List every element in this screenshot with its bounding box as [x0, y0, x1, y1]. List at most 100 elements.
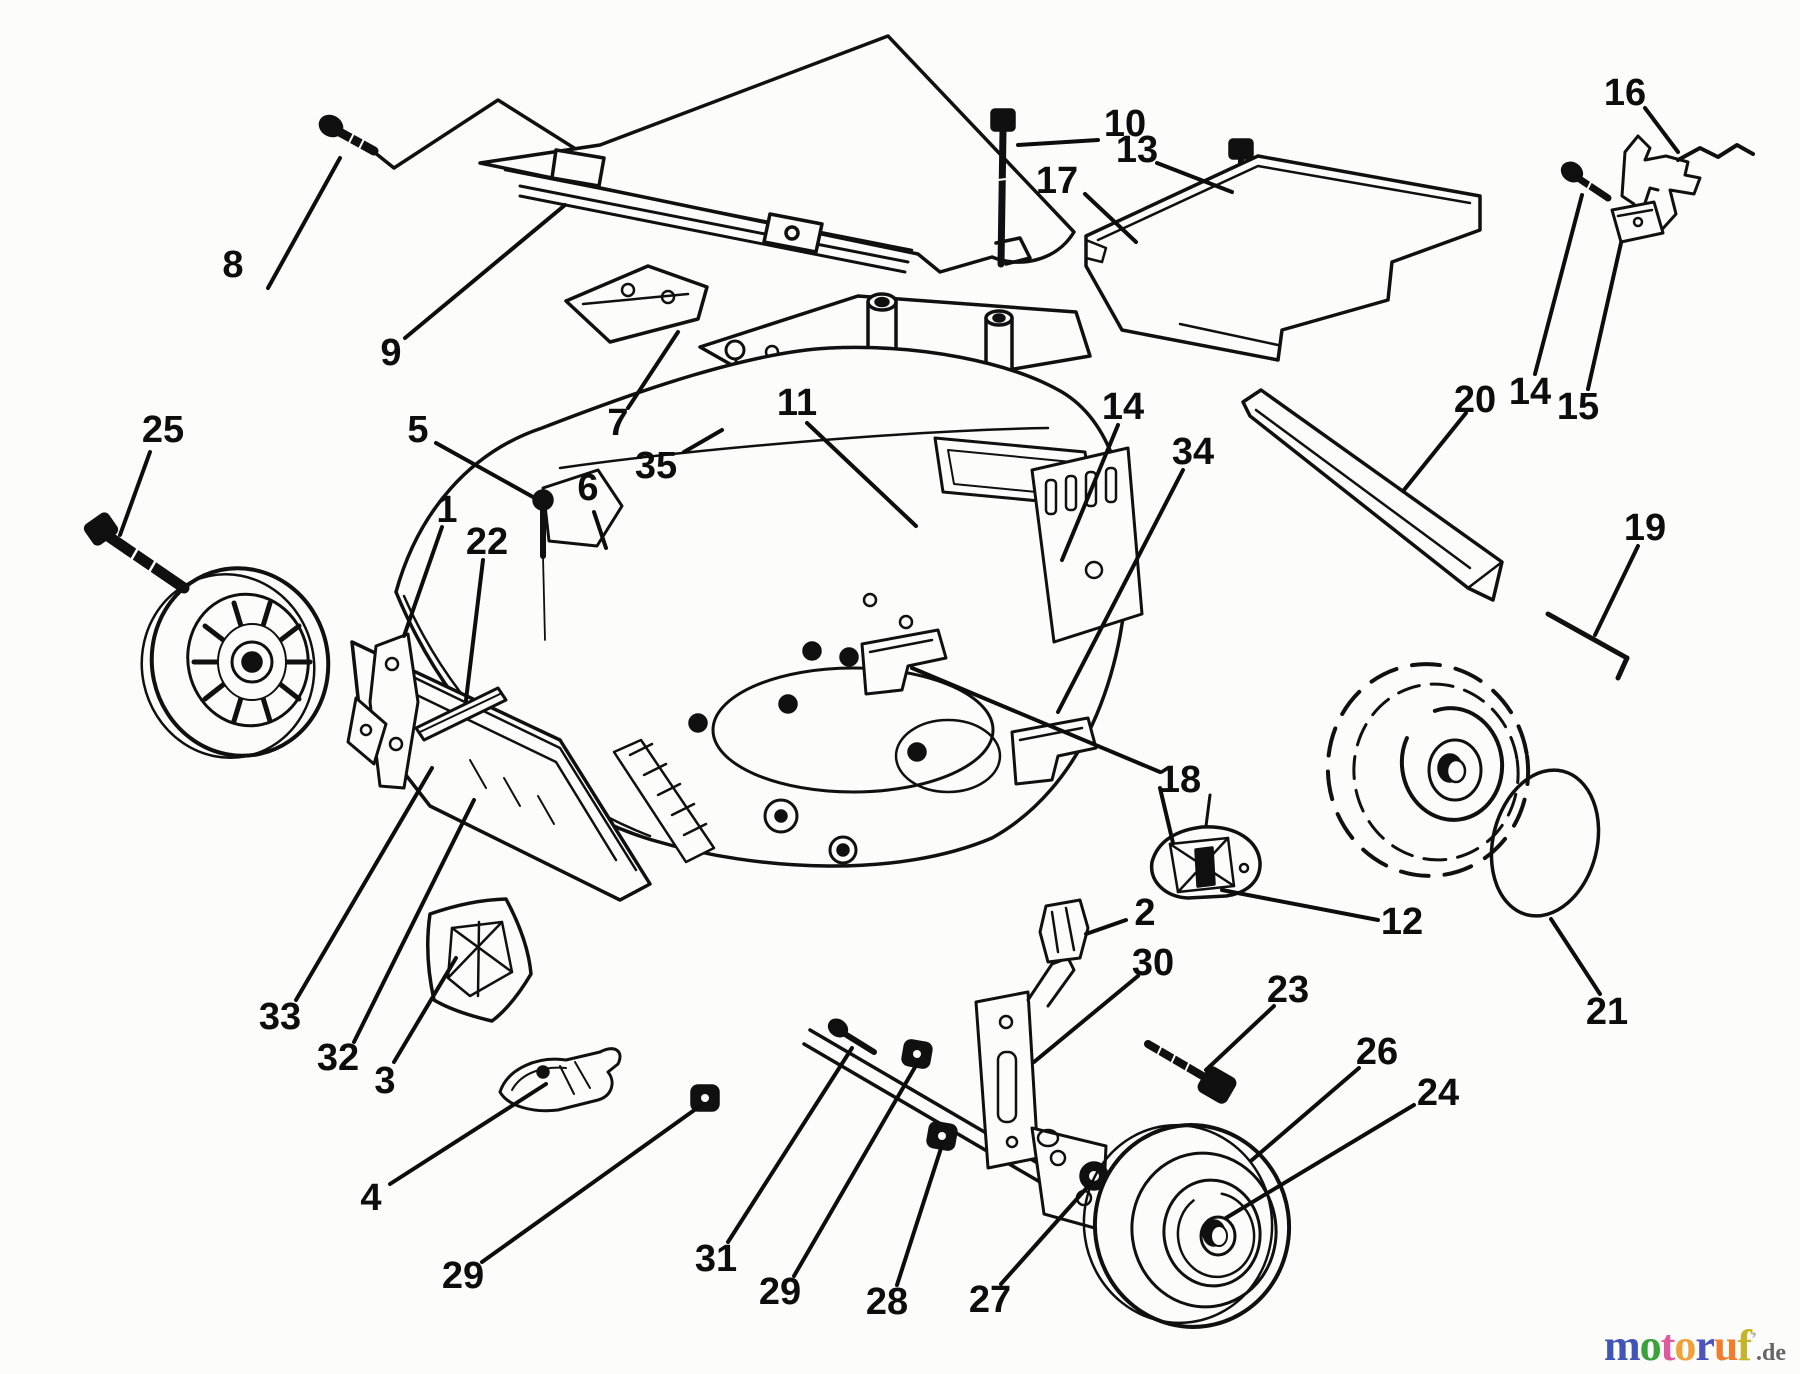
- leader-line-35: [682, 428, 724, 454]
- part-label-8: 8: [222, 244, 243, 286]
- leader-line-6: [592, 510, 608, 550]
- leader-line-5: [434, 441, 535, 499]
- part-label-7: 7: [607, 402, 628, 444]
- part-label-16: 16: [1604, 72, 1646, 114]
- deck-housing-drawing: [394, 345, 1144, 868]
- leader-line-26: [1250, 1066, 1361, 1162]
- leader-line-16: [1643, 106, 1680, 154]
- leader-line-17: [1083, 192, 1138, 244]
- watermark-word: motoruf: [1604, 1321, 1752, 1370]
- leader-line-19: [1593, 544, 1640, 637]
- watermark-suffix: .de: [1756, 1340, 1786, 1366]
- leader-line-29b: [792, 1060, 920, 1278]
- part-label-12: 12: [1381, 901, 1423, 943]
- part-label-26: 26: [1356, 1031, 1398, 1073]
- leader-line-32: [352, 798, 476, 1044]
- part-1-bracket-drawing: [346, 632, 420, 790]
- leader-line-24: [1224, 1103, 1416, 1220]
- part-label-13: 13: [1116, 129, 1158, 171]
- leader-line-25: [118, 450, 152, 537]
- leader-line-12: [1220, 888, 1380, 922]
- leader-line-30: [1032, 974, 1140, 1064]
- part-3-mulch-plug-drawing: [426, 897, 533, 1023]
- watermark-letter: o: [1674, 1321, 1696, 1370]
- part-29-left-nut-drawing: [690, 1084, 720, 1112]
- right-front-wheel-drawing: [1325, 662, 1531, 878]
- leader-line-13: [1155, 161, 1234, 194]
- part-label-19: 19: [1624, 507, 1666, 549]
- part-label-3: 3: [374, 1060, 395, 1102]
- part-label-9: 9: [380, 332, 401, 374]
- watermark-logo: motoruf’.de: [1604, 1324, 1786, 1368]
- part-label-22: 22: [466, 521, 508, 563]
- leader-line-31: [726, 1046, 854, 1244]
- part-label-30: 30: [1132, 942, 1174, 984]
- leader-line-18: [910, 666, 1162, 774]
- part-label-33: 33: [259, 996, 301, 1038]
- leader-line-11: [805, 421, 918, 528]
- part-label-23: 23: [1267, 969, 1309, 1011]
- leader-line-21: [1549, 917, 1602, 996]
- leader-line-14r: [1533, 193, 1584, 376]
- mower-deck-artwork: [83, 34, 1755, 1329]
- leader-line-29a: [480, 1104, 702, 1264]
- leader-line-15: [1586, 241, 1623, 391]
- watermark-letter: o: [1639, 1321, 1662, 1370]
- part-label-14m: 14: [1102, 386, 1144, 428]
- part-19-wrench-drawing: [1545, 611, 1630, 681]
- part-2-clip-drawing: [1038, 898, 1090, 964]
- leader-line-3: [392, 956, 458, 1064]
- part-label-4: 4: [360, 1177, 381, 1219]
- part-15-bracket-drawing: [1610, 186, 1665, 244]
- callout-leader-lines: [118, 106, 1680, 1287]
- leader-line-4: [388, 1082, 548, 1186]
- watermark-letter: m: [1604, 1321, 1641, 1370]
- leader-line-14m: [1060, 423, 1120, 562]
- leader-line-20: [1402, 411, 1468, 492]
- watermark-tick: ’: [1751, 1328, 1757, 1349]
- part-10-bolt-drawing: [990, 108, 1016, 268]
- leader-line-23: [1204, 1004, 1276, 1072]
- part-12-latch-drawing: [1149, 793, 1262, 900]
- leader-line-33: [294, 766, 434, 1002]
- leader-line-8: [266, 156, 342, 290]
- leader-line-1: [402, 525, 444, 638]
- part-label-28: 28: [866, 1281, 908, 1323]
- watermark-letter: f: [1737, 1321, 1752, 1370]
- leader-line-22: [464, 558, 485, 702]
- part-9-cover-drawing: [372, 34, 1076, 274]
- part-22-bar-drawing: [414, 686, 508, 742]
- part-5-bolt-drawing: [532, 489, 554, 641]
- part-17-cover-drawing: [1084, 154, 1482, 362]
- part-21-ring-drawing: [1489, 768, 1601, 918]
- leader-line-2: [1084, 918, 1128, 936]
- part-label-24: 24: [1417, 1072, 1459, 1114]
- part-label-2: 2: [1134, 892, 1155, 934]
- rear-wheel-drawing: [1082, 1123, 1292, 1329]
- leader-line-9: [403, 203, 567, 340]
- leader-line-27: [999, 1180, 1094, 1286]
- part-label-20: 20: [1454, 379, 1496, 421]
- part-label-17: 17: [1036, 160, 1078, 202]
- leader-line-10: [1016, 138, 1100, 147]
- part-label-11: 11: [777, 382, 817, 424]
- part-label-5: 5: [407, 409, 428, 451]
- part-label-21: 21: [1586, 991, 1628, 1033]
- axle-assembly-drawing: [802, 956, 1237, 1232]
- part-label-29b: 29: [759, 1271, 801, 1313]
- part-label-14r: 14: [1509, 371, 1551, 413]
- part-label-32: 32: [317, 1037, 359, 1079]
- left-wheel-drawing: [83, 512, 331, 759]
- leader-line-28: [895, 1140, 945, 1287]
- part-7-baffle-drawing: [564, 264, 709, 344]
- part-label-6: 6: [577, 467, 598, 509]
- watermark-letter: u: [1713, 1321, 1739, 1370]
- part-label-31: 31: [695, 1238, 737, 1280]
- part-label-18: 18: [1159, 759, 1201, 801]
- part-20-deflector-strip-drawing: [1241, 388, 1504, 602]
- part-label-29a: 29: [442, 1255, 484, 1297]
- part-14-right-bolt-drawing: [1560, 161, 1612, 202]
- part-label-15: 15: [1557, 386, 1599, 428]
